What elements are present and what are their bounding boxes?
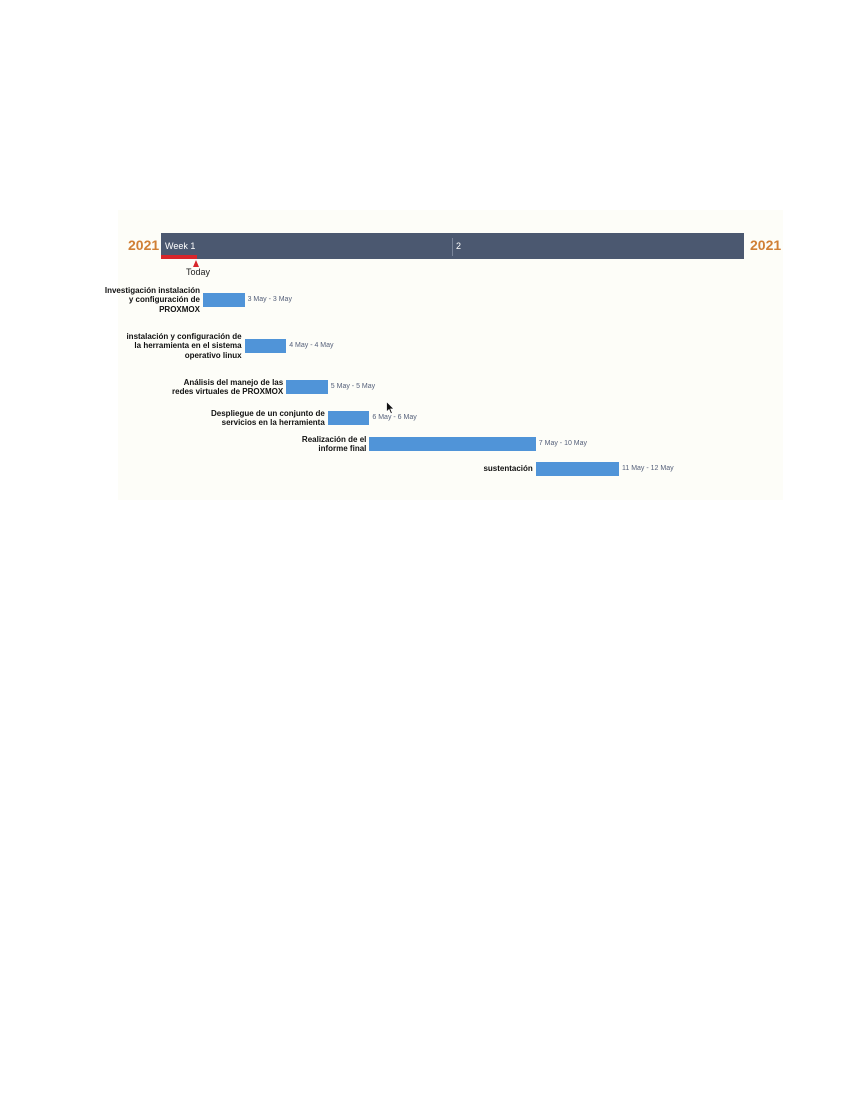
task-dates-label: 5 May - 5 May	[330, 383, 376, 390]
start-year-label: 2021	[128, 237, 160, 253]
task-dates-label: 4 May - 4 May	[289, 342, 334, 349]
task-bar	[203, 293, 245, 307]
today-elapsed-bar	[161, 255, 197, 259]
week-1-label: Week 1	[165, 241, 196, 251]
task-bar	[535, 462, 619, 476]
task-label: Investigación instalación y configuració…	[104, 285, 200, 314]
task-dates-label: 6 May - 6 May	[372, 414, 417, 421]
task-label: Realización de el informe final	[301, 434, 367, 454]
task-label: Despliegue de un conjunto de servicios e…	[211, 408, 325, 428]
today-label: Today	[186, 267, 211, 277]
task-label: instalación y configuración de la herram…	[126, 331, 242, 360]
week-2-label: 2	[456, 241, 462, 251]
task-bar	[369, 437, 536, 451]
mouse-cursor-icon	[386, 401, 395, 415]
task-bar	[286, 380, 328, 394]
task-bar	[327, 411, 370, 425]
task-dates-label: 11 May - 12 May	[622, 465, 674, 472]
task-dates-label: 7 May - 10 May	[538, 440, 588, 447]
week-divider	[452, 238, 453, 256]
today-marker-icon	[193, 260, 199, 267]
end-year-label: 2021	[750, 237, 782, 253]
task-dates-label: 3 May - 3 May	[247, 296, 292, 303]
task-label: Análisis del manejo de las redes virtual…	[172, 377, 284, 397]
task-bar	[244, 339, 287, 353]
timescale-bar: Week 1 2	[161, 233, 744, 259]
task-label: sustentación	[483, 464, 533, 473]
